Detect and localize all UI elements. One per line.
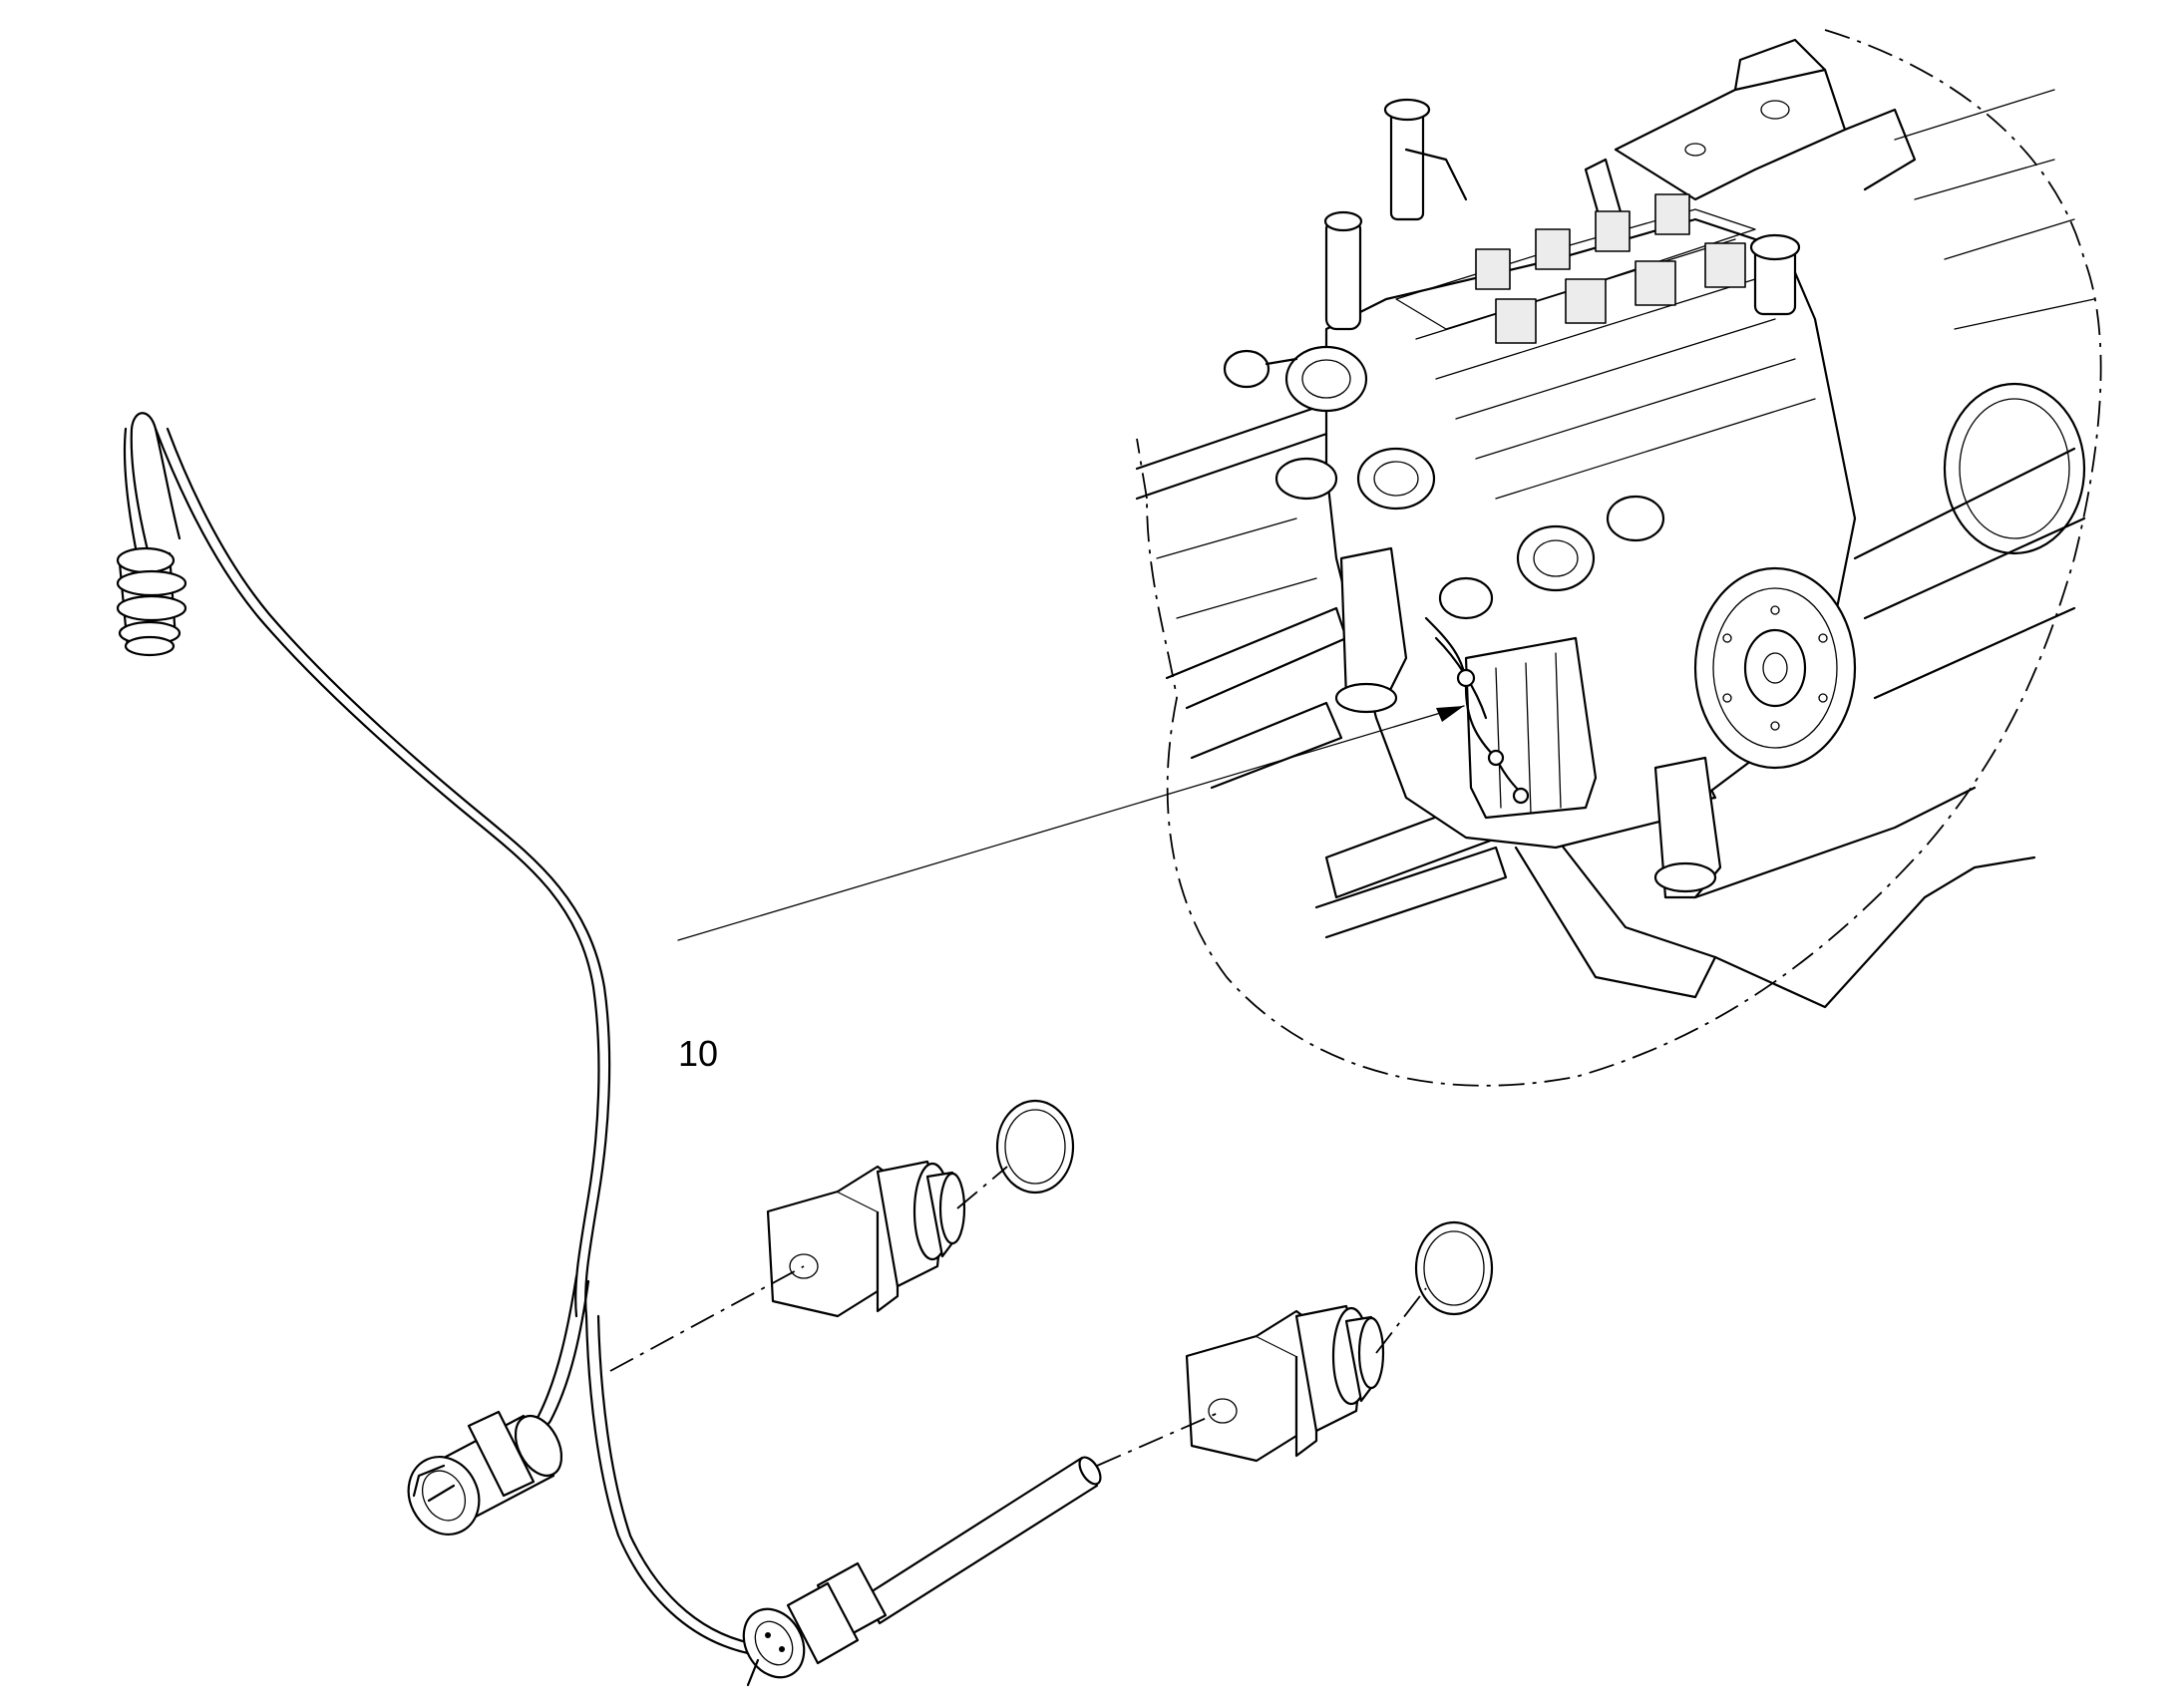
seal-ring-icon [995,1099,1075,1195]
grommet-icon [116,546,187,657]
adapter-fitting-icon [1185,1304,1385,1463]
leader-line [677,705,1465,941]
wiring-harness-icon [123,412,764,1657]
callout-label: 10 [678,1033,719,1074]
sensor-connector-icon [407,1410,563,1536]
adapter-fitting-icon [766,1160,966,1318]
engine-assembly-icon [1135,29,2102,1087]
assembly-axis-lines [609,1166,1427,1467]
level-probe-icon [742,1456,1102,1687]
seal-ring-icon [1414,1220,1494,1316]
